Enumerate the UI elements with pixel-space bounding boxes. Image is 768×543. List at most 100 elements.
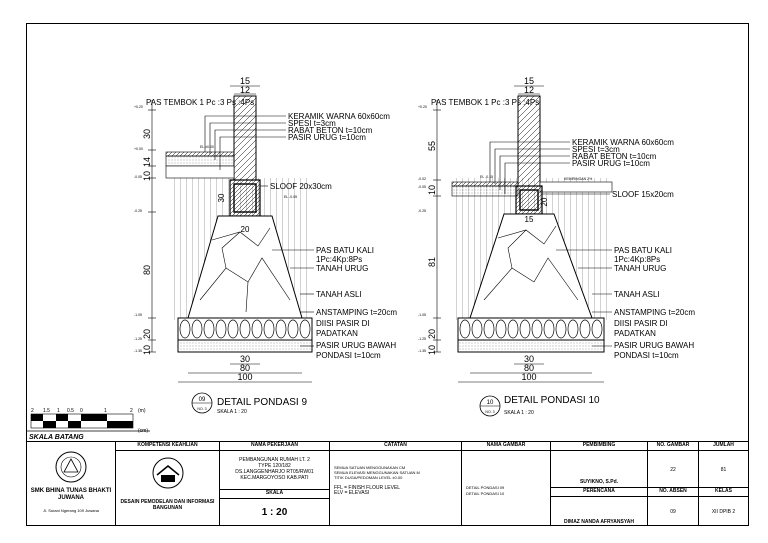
layer-a-3: PASIR URUG t=10cm: [288, 133, 366, 142]
scale-unit-m: (m): [138, 408, 146, 414]
small-level-a-1: EL -0.05: [284, 195, 297, 199]
scale-tick-6: 2: [130, 408, 133, 414]
level-b-3: -0.25: [418, 209, 426, 213]
pas-tembok-b: PAS TEMBOK 1 Pc :3 Ps :4Ps: [431, 98, 539, 107]
level-a-6: -1.35: [134, 349, 142, 353]
layer-b-3: PASIR URUG t=10cm: [572, 159, 650, 168]
catatan-cell: SEMUA SATUAN MENGGUNAKAN CM SEMUA ELEVAS…: [329, 450, 462, 526]
title-block: SMK BHINA TUNAS BHAKTI JUWANA Jl. Surani…: [26, 441, 749, 526]
lower-a-3: TANAH ASLI: [316, 290, 362, 299]
level-a-2: -0.05: [134, 175, 142, 179]
level-b-4: -1.05: [418, 313, 426, 317]
lower-a-6: PADATKAN: [316, 329, 358, 338]
gambar-1: DETAIL PONDASI 10: [466, 491, 505, 496]
keramik-layer: [165, 151, 235, 157]
school-name: SMK BHINA TUNAS BHAKTI JUWANA: [30, 488, 112, 501]
detail-b-num: 10: [487, 400, 494, 406]
lower-b-2: TANAH URUG: [614, 264, 666, 273]
lower-b-7: PASIR URUG BAWAH: [614, 341, 694, 350]
lower-a-4: ANSTAMPING t=20cm: [316, 308, 397, 317]
gambar-cell: DETAIL PONDASI 09 DETAIL PONDASI 10: [461, 450, 551, 526]
teras-b: [539, 181, 613, 193]
scale-bar-label: SKALA BATANG: [29, 434, 84, 441]
top-dim-a-0: 15: [240, 76, 250, 86]
jumlah-value: 81: [698, 450, 749, 488]
anstamping-stones: [179, 319, 311, 339]
left-dimensions-a: 30 14 10 80 20 10: [142, 129, 152, 355]
detail-b-scale: SKALA 1 : 20: [504, 410, 534, 416]
lower-a-2: TANAH URUG: [316, 264, 368, 273]
lower-b-0: PAS BATU KALI: [614, 246, 672, 255]
no-gambar-value: 22: [647, 450, 699, 488]
pas-tembok-a: PAS TEMBOK 1 Pc :3 Ps :4Ps: [146, 98, 254, 107]
sloof-dim-b-1: 15: [525, 215, 534, 224]
detail-a-title: DETAIL PONDASI 9: [217, 397, 307, 408]
dim-b-3: 20: [427, 329, 437, 339]
sloof-rebar: [233, 183, 257, 213]
scale-tick-4: 0: [80, 408, 83, 414]
sloof-dim-a-0: 30: [217, 193, 226, 202]
level-a-5: -1.25: [134, 337, 142, 341]
kelas-value: XII DPIB 2: [698, 496, 749, 526]
school-address: Jl. Surani Ngerang 109 Juwana: [43, 508, 99, 513]
kompetensi-cell: DESAIN PEMODELAN DAN INFORMASI BANGUNAN: [115, 450, 220, 526]
dim-b-4: 10: [427, 345, 437, 355]
level-b-6: -1.35: [418, 349, 426, 353]
pekerjaan-cell: PEMBANGUNAN RUMAH LT. 2 TYPE 120/182 DS.…: [219, 450, 330, 490]
scale-tick-5: 1: [104, 408, 107, 414]
detail-pondasi-10: 55 10 81 20 10 +0.20 -0.02 -0.05 -0.25 -…: [418, 76, 695, 417]
gambar-0: DETAIL PONDASI 09: [466, 485, 505, 490]
level-b-5: -1.25: [418, 337, 426, 341]
pasir-urug-layer: [165, 165, 235, 179]
bottom-dim-a-1: 80: [240, 363, 250, 373]
left-dimensions-b: 55 10 81 20 10: [427, 141, 437, 355]
anstamping: [177, 317, 313, 341]
lower-a-0: PAS BATU KALI: [316, 246, 374, 255]
sloof-dim-a-1: 20: [241, 225, 250, 234]
lower-a-7: PASIR URUG BAWAH: [316, 341, 396, 350]
lower-labels-b: PAS BATU KALI 1Pc:4Kp:8Ps TANAH URUG TAN…: [614, 246, 695, 360]
rabat-beton-layer: [165, 155, 235, 167]
sloof-rebar-b: [519, 189, 539, 211]
pasir-urug-bawah: [177, 339, 313, 353]
catatan2-1: ELV = ELEVASI: [334, 490, 370, 496]
detail-a-sheet: NO. 3: [197, 407, 206, 411]
dim-a-5: 10: [142, 345, 152, 355]
scale-bar: 2 1.5 1 0.5 0 1 2 (m) (cm) SKALA BATANG: [26, 408, 150, 441]
pekerjaan-line-1: TYPE 120/182: [258, 463, 291, 469]
top-dim-b-1: 12: [524, 85, 534, 95]
level-a-1: +0.00: [134, 147, 143, 151]
layer-b-1: SPESI t=3cm: [572, 145, 620, 154]
level-a-0: +0.20: [134, 105, 143, 109]
school-logo-icon: [55, 451, 87, 483]
top-dim-a-1: 12: [240, 85, 250, 95]
detail-a-scale: SKALA 1 : 20: [217, 409, 247, 415]
layer-b-2: RABAT BETON t=10cm: [572, 152, 657, 161]
scale-tick-0: 2: [31, 408, 34, 414]
sloof-dim-b-0: 20: [540, 197, 549, 206]
pekerjaan-line-0: PEMBANGUNAN RUMAH LT. 2: [239, 457, 310, 463]
bottom-dim-b-1: 80: [524, 363, 534, 373]
house-logo-icon: [152, 457, 183, 489]
lower-labels-a: PAS BATU KALI 1Pc:4Kp:8Ps TANAH URUG TAN…: [316, 246, 397, 360]
dim-b-2: 81: [427, 257, 437, 267]
layer-a-1: SPESI t=3cm: [288, 119, 336, 128]
dim-a-0: 30: [142, 129, 152, 139]
level-b-2: -0.05: [418, 185, 426, 189]
layer-a-0: KERAMIK WARNA 60x60cm: [288, 112, 390, 121]
catatan-1: SEMUA ELEVASI MENGGUNAKAN SATUAN M: [334, 470, 420, 475]
bottom-dim-b-2: 100: [521, 372, 536, 382]
catatan-2: TITIK DUGA/PEDOMAN LEVEL ±0.00: [334, 475, 403, 480]
layer-a-2: RABAT BETON t=10cm: [288, 126, 373, 135]
dim-a-1: 14: [142, 157, 152, 167]
lower-b-4: ANSTAMPING t=20cm: [614, 308, 695, 317]
keramik-layer-b: [451, 181, 519, 187]
level-a-3: -0.25: [134, 209, 142, 213]
lower-a-1: 1Pc:4Kp:8Ps: [316, 255, 362, 264]
lower-b-1: 1Pc:4Kp:8Ps: [614, 255, 660, 264]
scale-tick-1: 1.5: [43, 408, 50, 414]
scale-tick-3: 0.5: [67, 408, 74, 414]
dim-a-3: 80: [142, 265, 152, 275]
bottom-dim-a-0: 30: [240, 354, 250, 364]
